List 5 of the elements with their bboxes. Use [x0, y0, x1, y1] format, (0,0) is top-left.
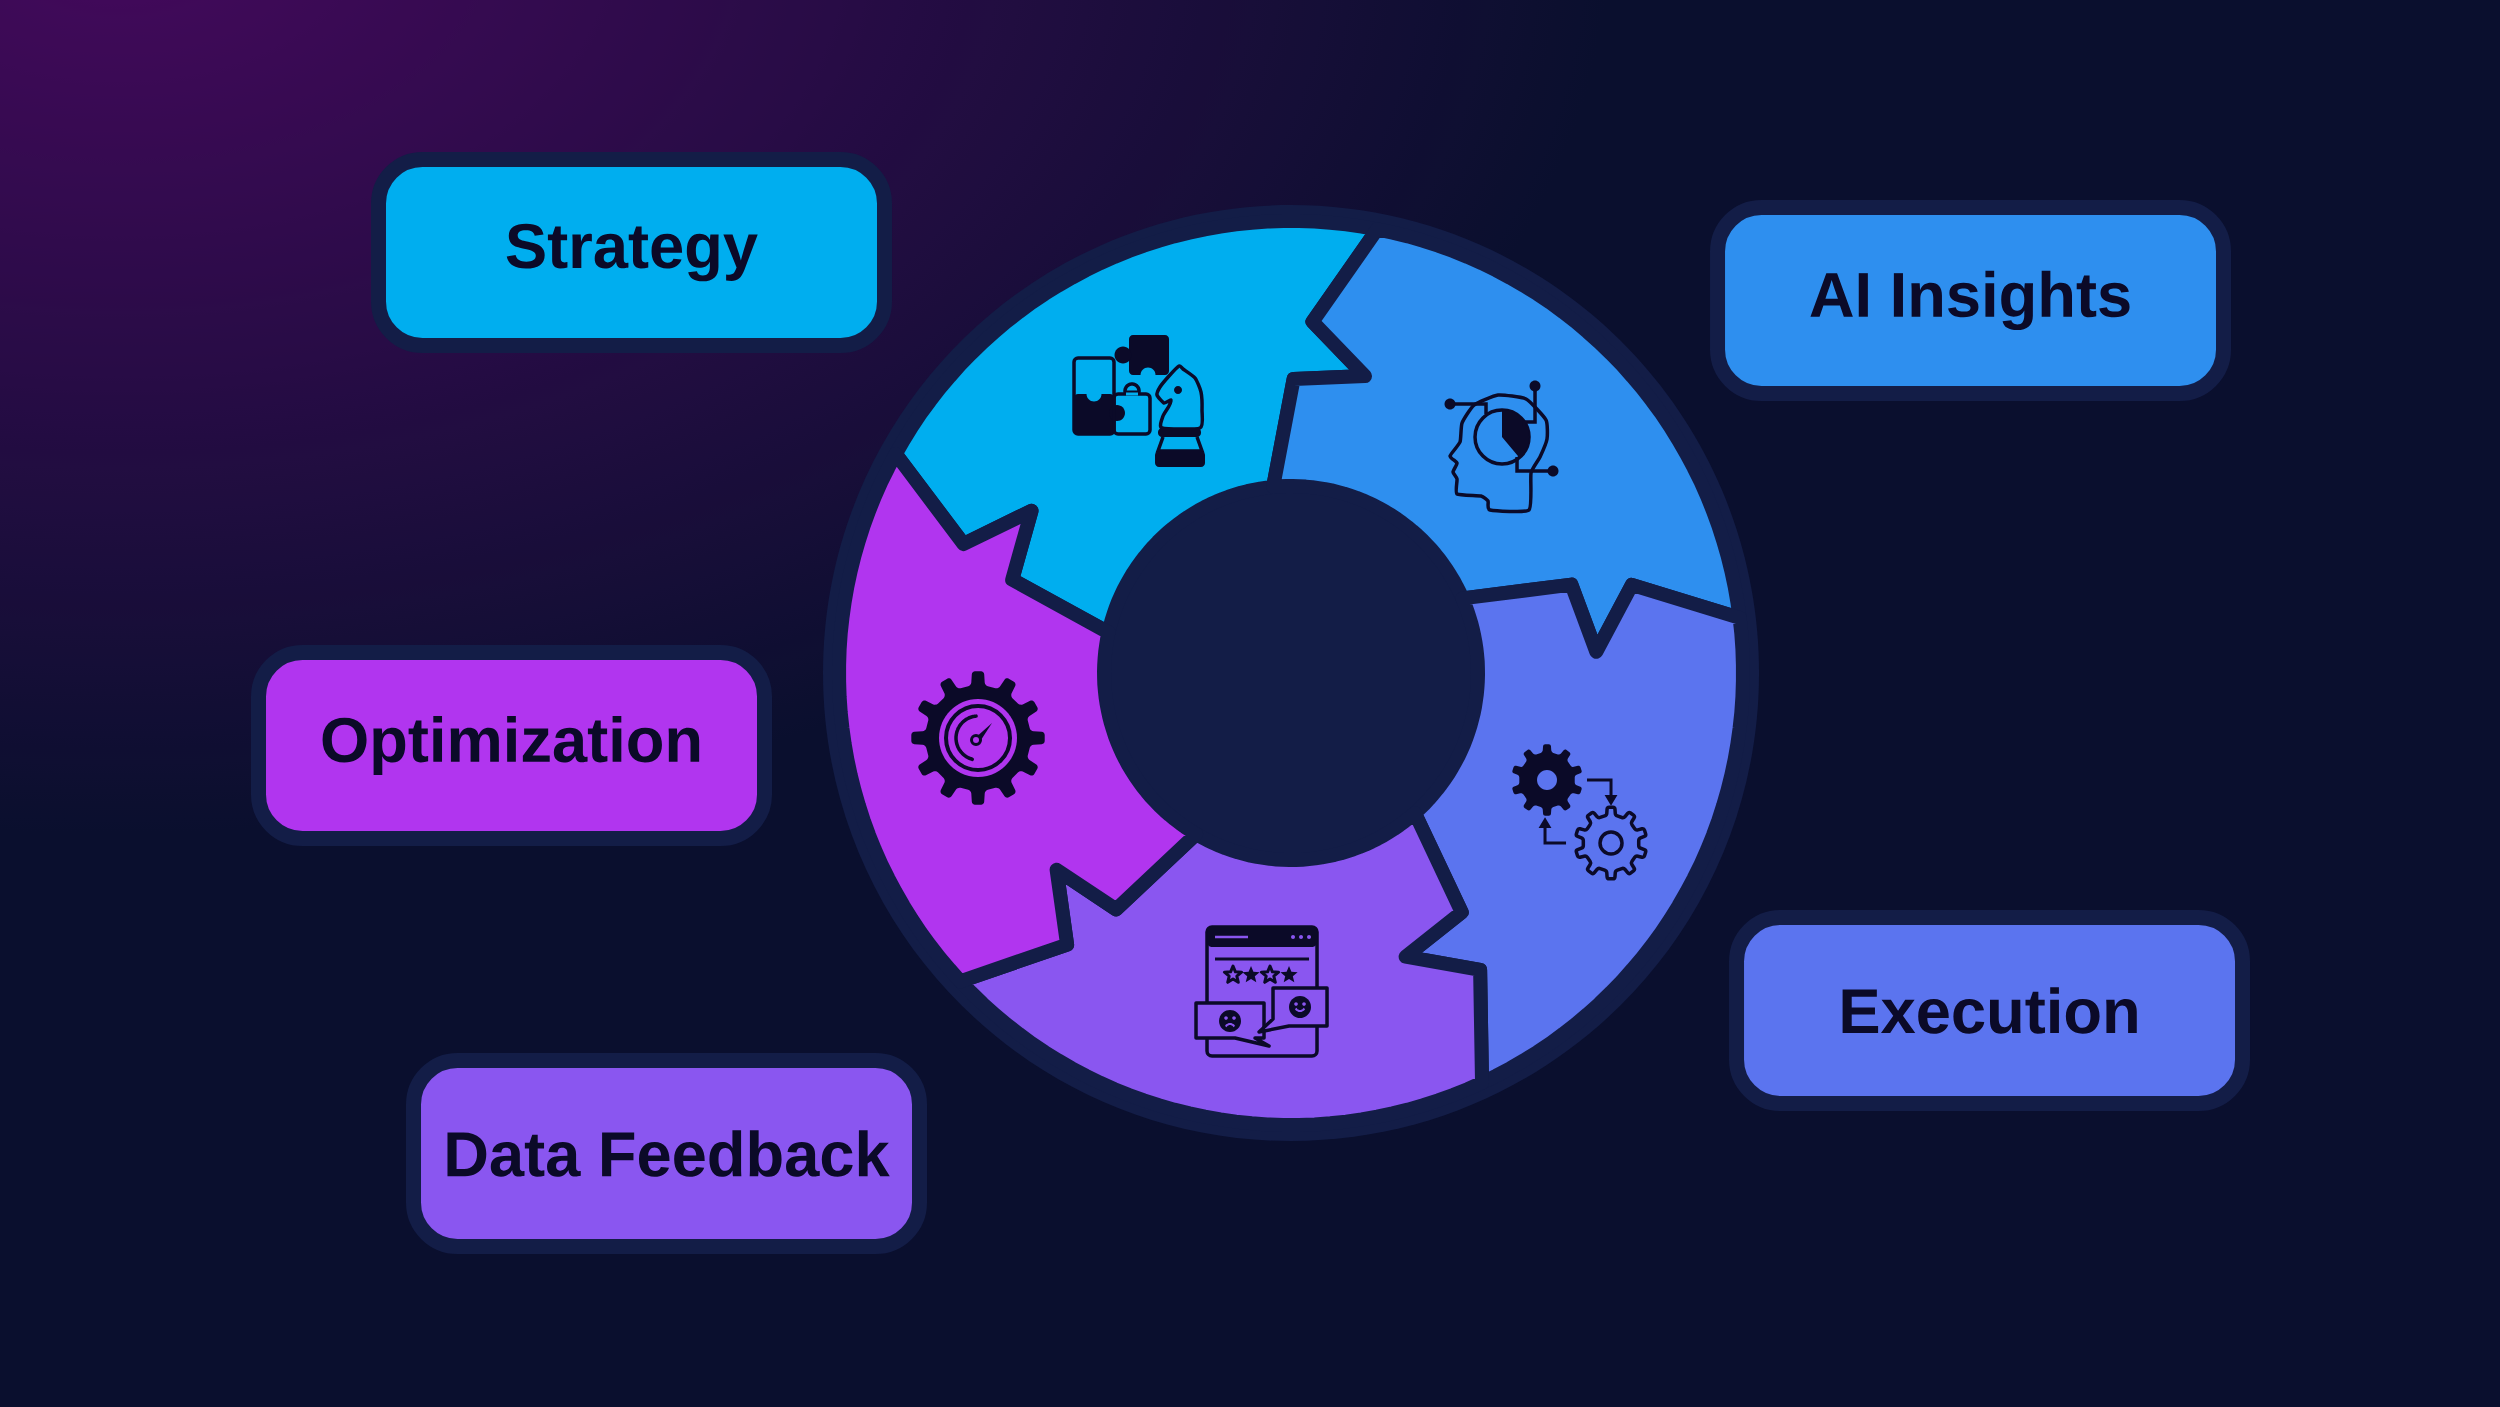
label-box: Data Feedback	[406, 1053, 927, 1254]
label-box: Execution	[1729, 910, 2250, 1111]
label-box: Strategy	[371, 152, 892, 353]
label-box: AI Insights	[1710, 200, 2231, 401]
label-box: Optimization	[251, 645, 772, 846]
